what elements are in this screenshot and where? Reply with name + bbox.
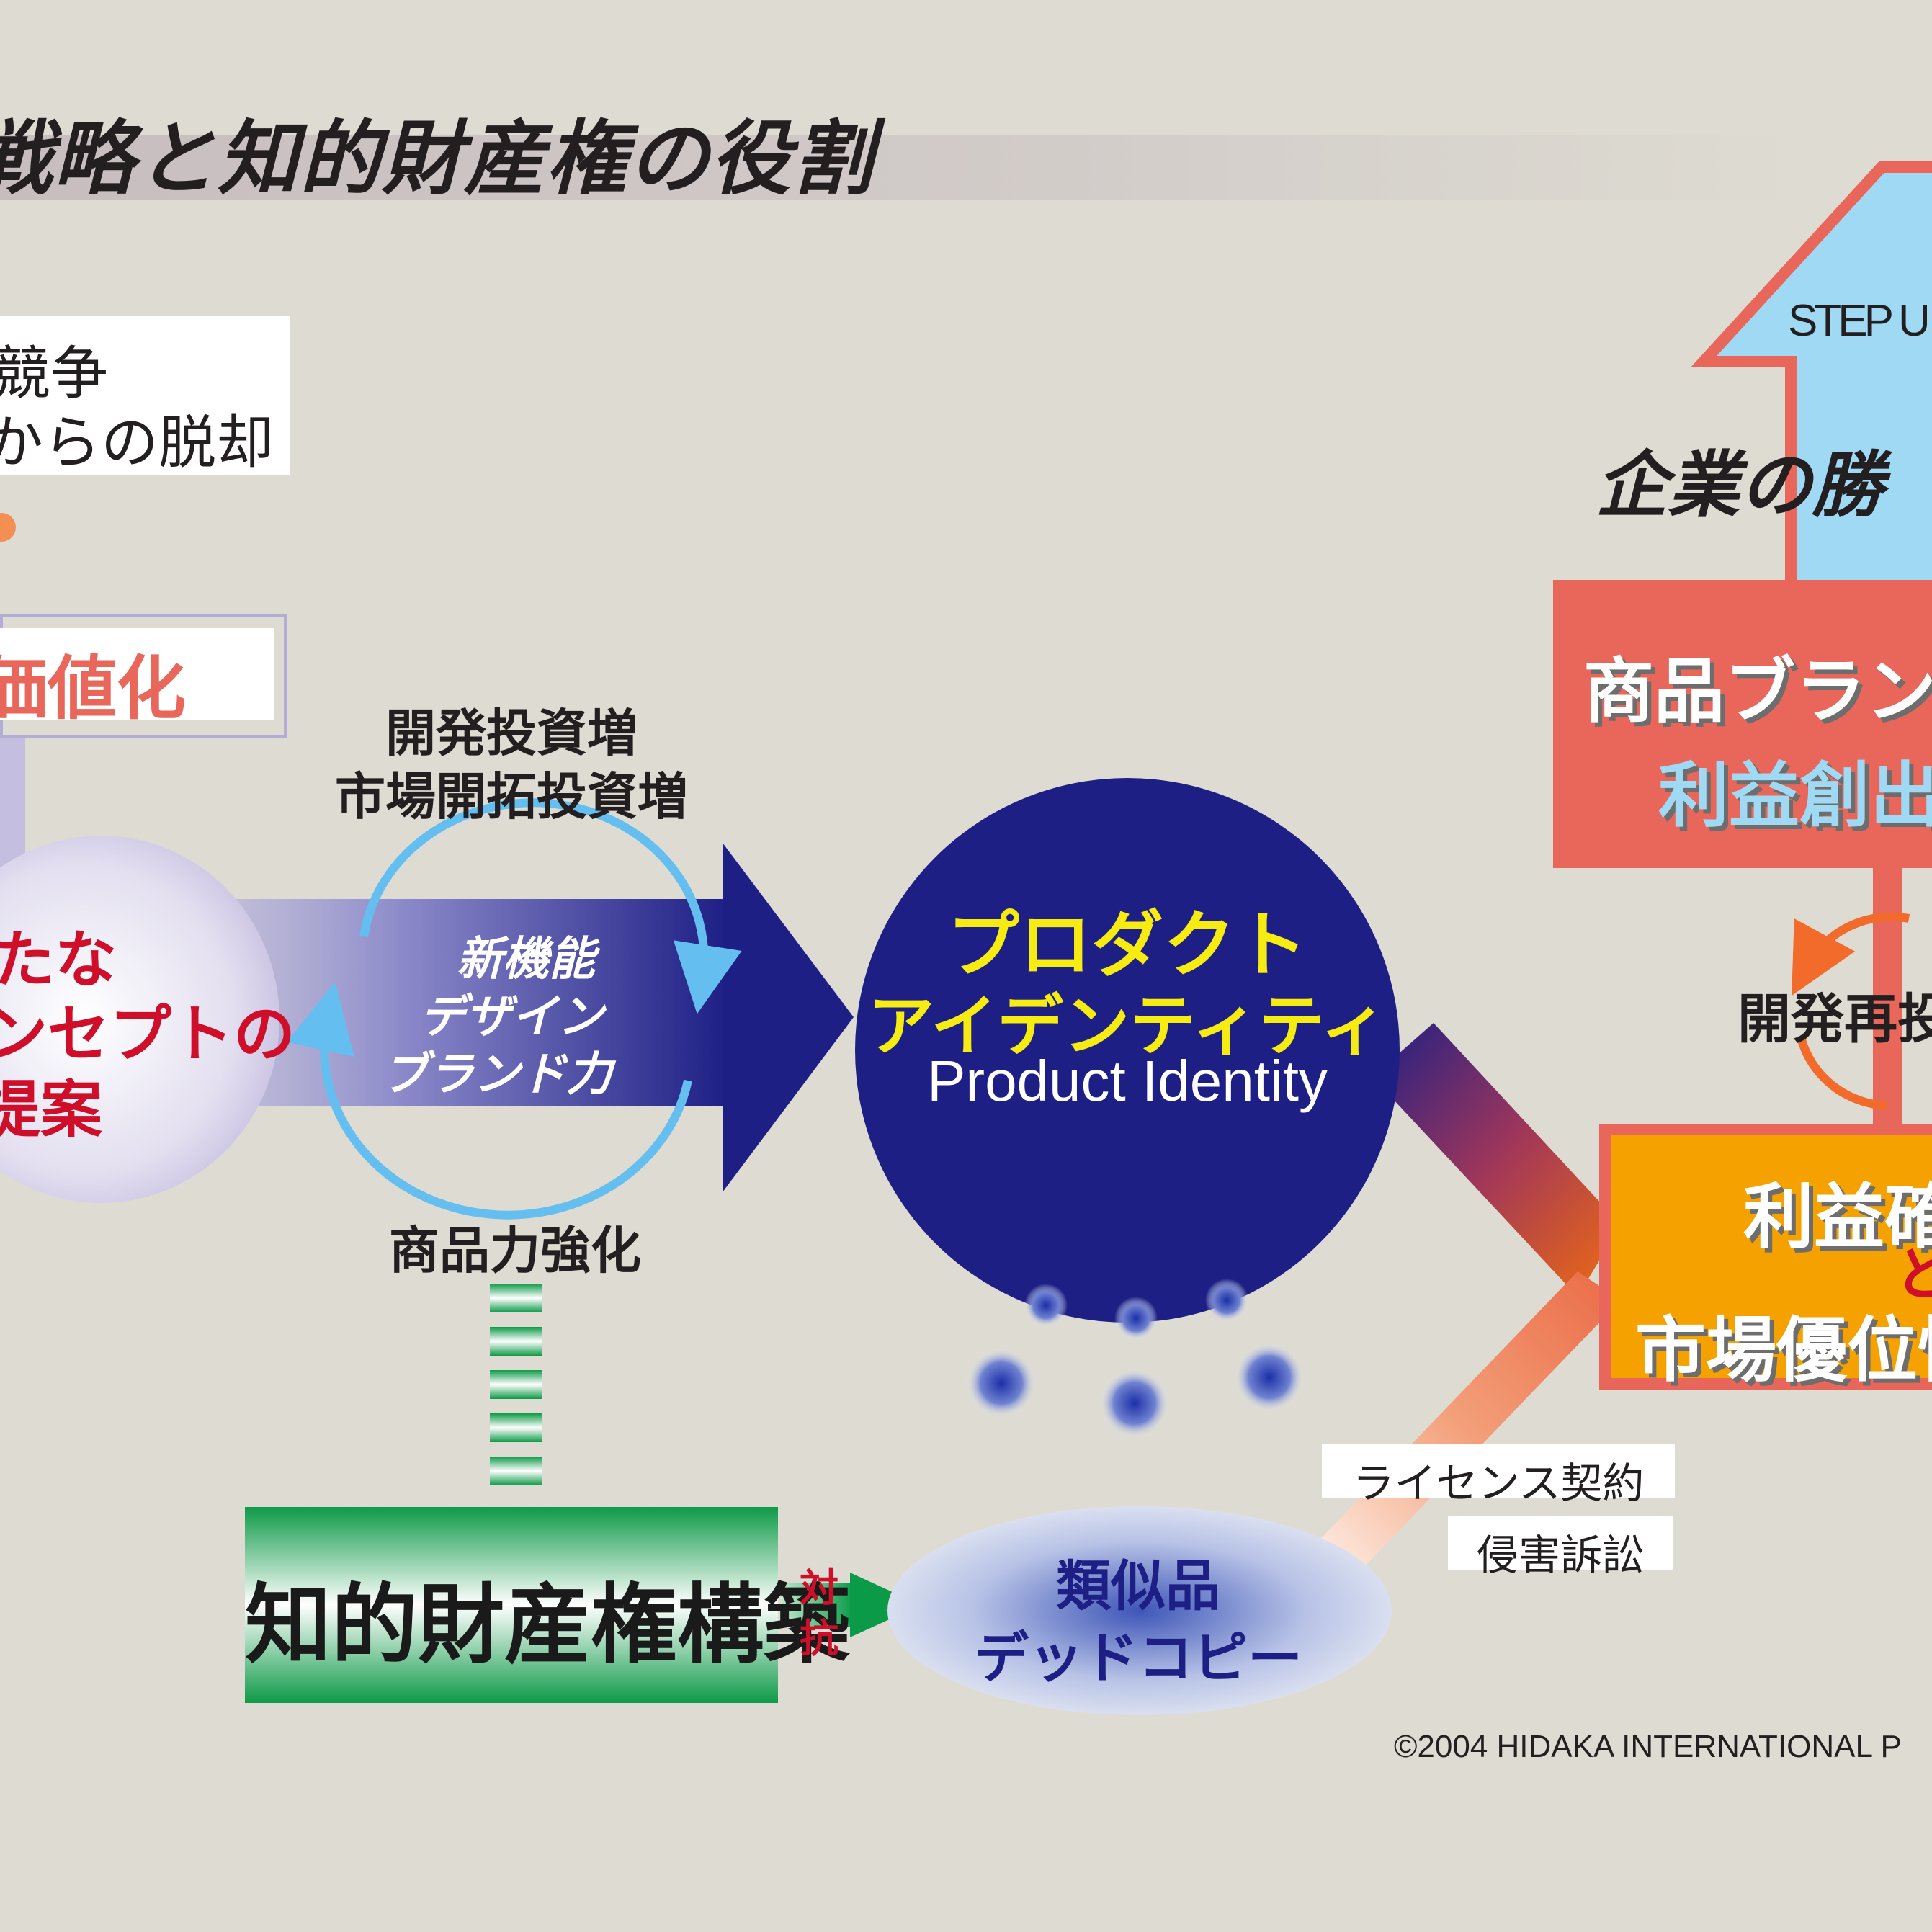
strengthen-label: 商品力強化 xyxy=(389,1221,641,1280)
flow-arrowhead xyxy=(723,843,854,1192)
reinvest-arc xyxy=(1797,1036,1888,1110)
counter-char1: 対 xyxy=(800,1565,838,1611)
product-identity-jp1: プロダクト xyxy=(947,903,1307,987)
lawsuit-box: 侵害訴訟 xyxy=(1448,1516,1673,1580)
orange-bullet-icon xyxy=(0,513,16,542)
profit-box-line1: 利益確 xyxy=(1743,1176,1932,1258)
cycle-arrow-top xyxy=(359,798,742,1014)
product-identity-circle xyxy=(855,778,1400,1323)
imitation-ellipse xyxy=(887,1506,1392,1715)
competition-line2: からの脱却 xyxy=(0,409,274,476)
concept-line3: 提案 xyxy=(0,1074,102,1146)
step-up-label: STEP U xyxy=(1788,296,1931,346)
counter-char2: 抗 xyxy=(800,1616,838,1661)
product-identity-jp2: アイデンティティ xyxy=(867,988,1387,1065)
brand-box xyxy=(1553,580,1932,868)
green-dashes xyxy=(490,1284,542,1485)
value-box-label: 価値化 xyxy=(0,648,186,729)
investment-line2: 市場開拓投資増 xyxy=(335,767,688,826)
profit-box-line3: 市場優位性 xyxy=(1635,1310,1932,1392)
ip-build-box xyxy=(245,1507,778,1703)
profit-box-line2: と xyxy=(1895,1241,1932,1308)
page-title: 戦略と知的財産権の役割 xyxy=(0,112,875,206)
profit-box xyxy=(1599,1124,1932,1390)
reinvest-label: 開発再投 xyxy=(1738,988,1932,1050)
value-box: 価値化 xyxy=(0,628,274,729)
license-box: ライセンス契約 xyxy=(1322,1444,1675,1508)
cycle-feature-line3: ブランド力 xyxy=(382,1048,612,1101)
reinvest-arrow xyxy=(1792,912,1910,996)
diagonal-band xyxy=(1372,1023,1621,1297)
concept-line2: ンセプトの xyxy=(0,998,295,1070)
step-up-arrow xyxy=(1690,161,1932,612)
brand-box-line1: 商品ブランド xyxy=(1583,650,1932,733)
imitation-line1: 類似品 xyxy=(1056,1554,1220,1618)
counter-arrow-shaft xyxy=(782,1583,854,1627)
license-line1: ライセンス契約 xyxy=(1352,1459,1645,1508)
cycle-feature-line2: デザイン xyxy=(419,990,604,1044)
investment-line1: 開発投資増 xyxy=(385,704,638,763)
vertical-connector xyxy=(1873,868,1902,1127)
license-band xyxy=(1311,1271,1621,1592)
imitation-dots xyxy=(967,1279,1304,1438)
brand-box-line2: 利益創出 xyxy=(1658,755,1932,837)
license-line2: 侵害訴訟 xyxy=(1476,1531,1644,1580)
product-identity-en: Product Identity xyxy=(927,1049,1328,1113)
concept-line1: たな xyxy=(0,924,117,996)
counter-arrowhead xyxy=(850,1573,921,1637)
imitation-line2: デッドコピー xyxy=(974,1626,1302,1690)
cycle-arrow-bottom xyxy=(286,982,692,1220)
concept-ellipse xyxy=(0,836,279,1203)
copyright-text: ©2004 HIDAKA INTERNATIONAL P xyxy=(1394,1729,1902,1764)
competition-box: 競争 からの脱却 xyxy=(0,316,290,476)
victory-label: 企業の勝 xyxy=(1596,443,1884,527)
competition-line1: 競争 xyxy=(0,340,108,407)
cycle-feature-line1: 新機能 xyxy=(457,933,595,986)
ip-build-label: 知的財産権構築 xyxy=(245,1575,850,1676)
title-band xyxy=(0,135,1932,200)
